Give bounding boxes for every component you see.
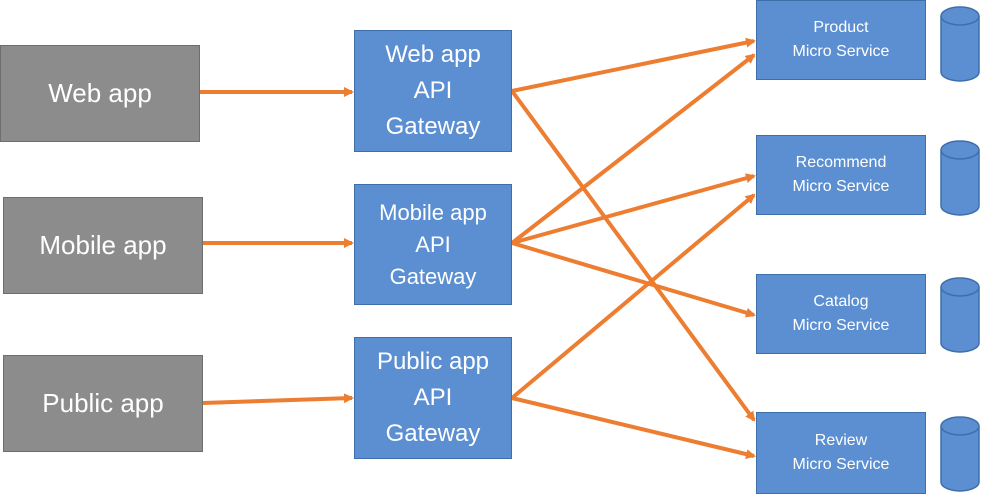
arrow-mobilegw-to-product <box>510 53 756 245</box>
service-product-line-1: Product <box>813 19 869 36</box>
client-web-app: Web app <box>0 45 200 142</box>
client-public-app-label: Public app <box>42 388 164 418</box>
gateway-public-app: Public app API Gateway <box>354 337 512 459</box>
arrow-mobilegw-to-recommend <box>511 173 756 245</box>
gateway-mobile-app: Mobile app API Gateway <box>354 184 512 305</box>
client-web-app-label: Web app <box>48 78 152 108</box>
gateway-web-app: Web app API Gateway <box>354 30 512 152</box>
arrow-webgw-to-product <box>511 37 756 93</box>
arrow-public-client-to-gateway <box>202 393 354 405</box>
gateway-mobile-line-1: Mobile app <box>379 199 487 225</box>
service-product: Product Micro Service <box>756 0 926 80</box>
gateway-public-line-2: API <box>413 384 453 411</box>
service-catalog-line-1: Catalog <box>813 293 869 310</box>
database-icon-review <box>940 416 980 492</box>
gateway-web-line-1: Web app <box>385 41 481 68</box>
service-review-line-1: Review <box>814 432 868 449</box>
service-product-line-2: Micro Service <box>792 43 890 60</box>
gateway-public-line-1: Public app <box>376 348 490 375</box>
arrow-mobilegw-to-catalog <box>511 241 756 318</box>
database-icon-catalog <box>940 277 980 353</box>
gateway-mobile-line-3: Gateway <box>389 263 477 289</box>
service-recommend-line-2: Micro Service <box>792 178 890 195</box>
client-mobile-app: Mobile app <box>3 197 203 294</box>
client-public-app: Public app <box>3 355 203 452</box>
arrow-publicgw-to-recommend <box>510 193 756 400</box>
service-recommend-line-1: Recommend <box>795 154 887 171</box>
gateway-web-line-3: Gateway <box>385 113 481 140</box>
gateway-web-line-2: API <box>413 77 453 104</box>
service-review: Review Micro Service <box>756 412 926 494</box>
gateway-public-line-3: Gateway <box>385 420 481 447</box>
arrow-webgw-to-review <box>510 89 756 422</box>
gateway-mobile-line-2: API <box>415 231 451 257</box>
client-mobile-app-label: Mobile app <box>39 230 167 260</box>
service-review-line-2: Micro Service <box>792 456 890 473</box>
service-catalog-line-2: Micro Service <box>792 317 890 334</box>
arrow-publicgw-to-review <box>511 396 756 459</box>
database-icon-product <box>940 6 980 82</box>
service-recommend: Recommend Micro Service <box>756 135 926 215</box>
service-catalog: Catalog Micro Service <box>756 274 926 354</box>
database-icon-recommend <box>940 140 980 216</box>
